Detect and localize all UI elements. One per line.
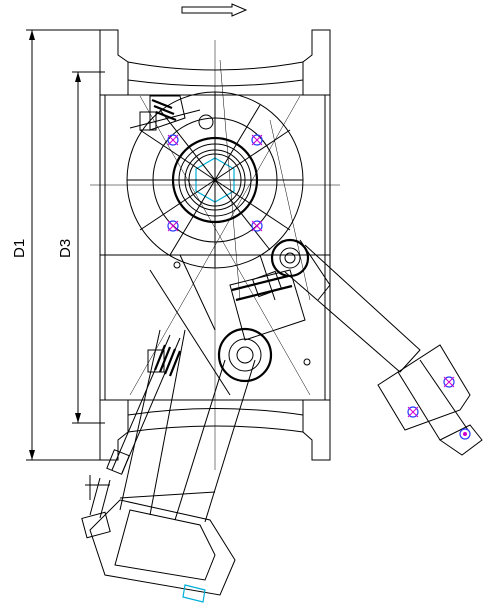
dimension-d1: D1 xyxy=(11,29,105,461)
bolt-mark-icon xyxy=(167,134,179,146)
weight-bolt-icon xyxy=(459,428,471,440)
bolt-mark-icon xyxy=(167,220,179,232)
bolt-markers xyxy=(167,134,263,232)
weight-bolt-icon xyxy=(407,406,419,418)
lever-arm xyxy=(270,238,483,456)
disc-rotor xyxy=(126,91,304,269)
weight-bolt-icon xyxy=(443,376,455,388)
bolt-mark-icon xyxy=(251,220,263,232)
dimension-d3: D3 xyxy=(57,71,105,424)
lower-bracket xyxy=(149,254,311,396)
dimension-label-d3: D3 xyxy=(57,239,74,258)
spring-assembly-top xyxy=(129,95,214,131)
spring-assembly-bottom xyxy=(89,334,182,519)
flow-direction-arrow-icon xyxy=(181,3,248,17)
construction-lines xyxy=(129,59,311,396)
dimension-label-d1: D1 xyxy=(11,239,28,258)
bolt-mark-icon xyxy=(251,134,263,146)
actuator-cylinder xyxy=(81,329,256,603)
